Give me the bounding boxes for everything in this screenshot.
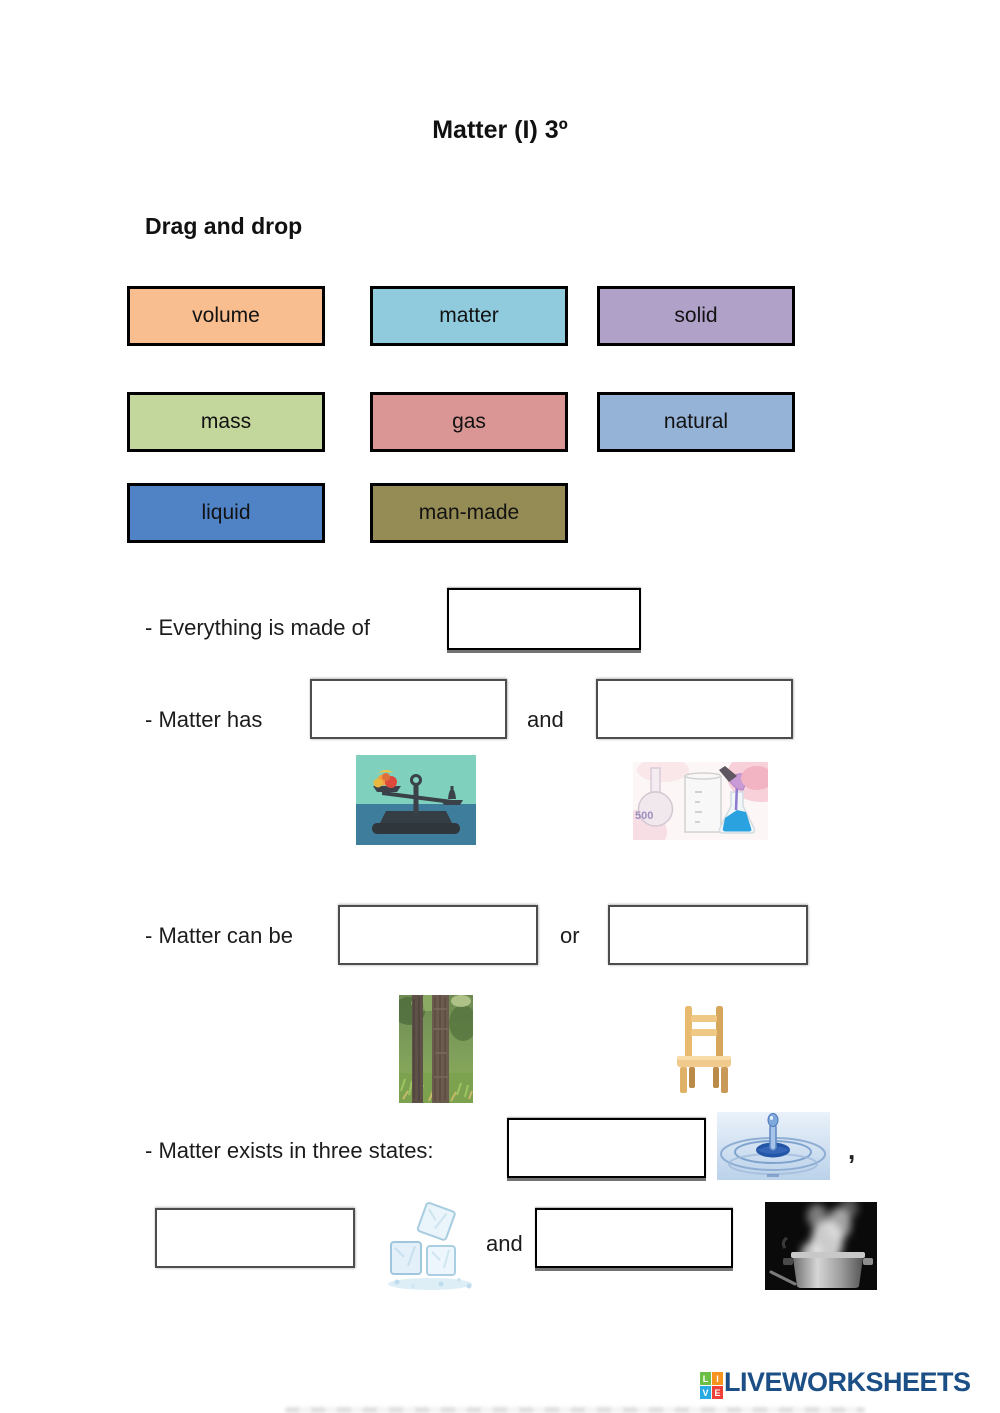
- word-solid[interactable]: solid: [597, 286, 795, 346]
- drag-and-drop-heading: Drag and drop: [145, 213, 303, 239]
- answer-blank-state-3[interactable]: [535, 1208, 733, 1268]
- word-mass-label: mass: [200, 410, 252, 433]
- word-man-made-label: man-made: [418, 501, 520, 524]
- beaker-volume-label: 500: [635, 810, 653, 822]
- word-gas[interactable]: gas: [370, 392, 568, 452]
- logo-letter-l: L: [700, 1372, 711, 1385]
- water-drop-image: [717, 1112, 830, 1180]
- word-mass[interactable]: mass: [127, 392, 325, 452]
- liveworksheets-logo-icon: L I V E: [700, 1372, 723, 1399]
- answer-blank-can-be-1[interactable]: [338, 905, 538, 965]
- answer-blank-made-of[interactable]: [447, 588, 641, 650]
- conjunction-or: or: [560, 923, 580, 948]
- sentence-matter-has: - Matter has: [145, 707, 263, 732]
- word-liquid[interactable]: liquid: [127, 483, 325, 543]
- page-title: Matter (I) 3º: [432, 116, 568, 144]
- word-matter[interactable]: matter: [370, 286, 568, 346]
- answer-blank-matter-has-2[interactable]: [596, 679, 793, 739]
- word-gas-label: gas: [452, 410, 486, 433]
- answer-blank-state-2[interactable]: [155, 1208, 355, 1268]
- boiling-pot-image: [765, 1202, 877, 1290]
- answer-blank-can-be-2[interactable]: [608, 905, 808, 965]
- word-natural-label: natural: [663, 410, 729, 433]
- word-matter-label: matter: [439, 304, 499, 327]
- chair-image: [671, 1004, 737, 1094]
- logo-letter-v: V: [700, 1386, 711, 1399]
- sentence-matter-can-be: - Matter can be: [145, 923, 293, 948]
- cutoff-text-artifact: [285, 1407, 865, 1413]
- balance-scale-image: [356, 755, 476, 845]
- word-volume-label: volume: [192, 304, 260, 327]
- word-solid-label: solid: [674, 304, 718, 327]
- word-liquid-label: liquid: [201, 501, 251, 524]
- conjunction-and-1: and: [527, 707, 564, 732]
- word-man-made[interactable]: man-made: [370, 483, 568, 543]
- conjunction-and-2: and: [486, 1231, 523, 1256]
- tree-trunks-image: [399, 995, 473, 1103]
- answer-blank-state-1[interactable]: [507, 1118, 706, 1178]
- beakers-image: 500: [633, 762, 768, 840]
- sentence-three-states: - Matter exists in three states:: [145, 1138, 434, 1163]
- liveworksheets-wordmark[interactable]: LIVEWORKSHEETS: [724, 1367, 971, 1397]
- comma-separator: ,: [848, 1135, 856, 1165]
- logo-letter-i: I: [712, 1372, 723, 1385]
- answer-blank-matter-has-1[interactable]: [310, 679, 507, 739]
- word-natural[interactable]: natural: [597, 392, 795, 452]
- logo-letter-e: E: [712, 1386, 723, 1399]
- ice-cubes-image: [383, 1202, 477, 1292]
- word-volume[interactable]: volume: [127, 286, 325, 346]
- sentence-everything-made-of: - Everything is made of: [145, 615, 370, 640]
